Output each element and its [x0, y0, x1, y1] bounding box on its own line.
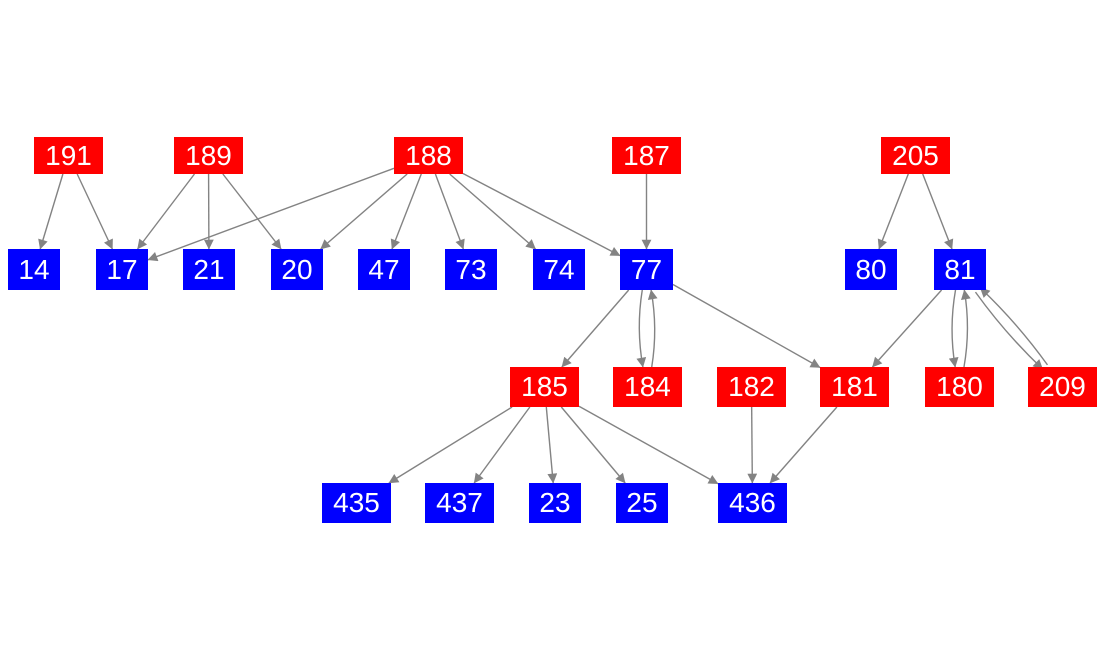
graph-node-180: 180: [925, 367, 994, 407]
edge-188-47: [390, 173, 422, 250]
graph-node-23: 23: [529, 483, 581, 523]
edge-189-17: [136, 173, 196, 250]
graph-node-185: 185: [510, 367, 579, 407]
edge-188-73: [434, 173, 465, 250]
edge-81-209: [974, 291, 1044, 370]
edge-185-23: [545, 406, 558, 484]
edge-189-20: [222, 173, 282, 250]
graph-node-25: 25: [616, 483, 668, 523]
edge-77-181: [672, 283, 821, 369]
edge-185-435: [388, 406, 513, 484]
graph-node-191: 191: [34, 137, 103, 174]
edge-77-184: [636, 289, 647, 368]
graph-node-80: 80: [845, 249, 897, 290]
graph-node-47: 47: [358, 249, 410, 290]
graph-node-17: 17: [96, 249, 148, 290]
graph-node-435: 435: [322, 483, 391, 523]
edge-191-14: [38, 173, 64, 250]
graph-node-20: 20: [271, 249, 323, 290]
edge-188-17: [147, 167, 395, 262]
graph-node-437: 437: [425, 483, 494, 523]
graph-node-182: 182: [717, 367, 786, 407]
graph-node-187: 187: [612, 137, 681, 174]
graph-node-184: 184: [613, 367, 682, 407]
edge-191-17: [76, 173, 114, 250]
graph-node-81: 81: [934, 249, 986, 290]
edge-182-436: [747, 406, 758, 484]
edge-188-77: [462, 172, 621, 257]
graph-node-73: 73: [445, 249, 497, 290]
graph-node-21: 21: [183, 249, 235, 290]
edge-181-436: [769, 406, 838, 484]
edge-209-81: [979, 287, 1049, 366]
edge-81-181: [871, 289, 943, 368]
graph-node-181: 181: [820, 367, 889, 407]
edge-205-80: [877, 173, 909, 250]
graph-node-77: 77: [620, 249, 673, 290]
edge-188-74: [449, 173, 536, 250]
edge-188-20: [320, 173, 408, 250]
graph-node-209: 209: [1028, 367, 1097, 407]
graph-node-205: 205: [881, 137, 950, 174]
graph-node-14: 14: [8, 249, 60, 290]
edge-205-81: [922, 173, 954, 250]
edge-184-77: [647, 289, 658, 368]
edge-77-185: [561, 289, 630, 368]
graph-node-189: 189: [174, 137, 243, 174]
graph-node-74: 74: [533, 249, 585, 290]
graph-node-436: 436: [718, 483, 787, 523]
edge-185-25: [560, 406, 626, 484]
edge-180-81: [961, 289, 971, 368]
graph-node-188: 188: [394, 137, 463, 174]
edge-81-180: [948, 289, 959, 368]
edge-185-436: [578, 405, 719, 485]
edge-185-437: [473, 406, 531, 484]
